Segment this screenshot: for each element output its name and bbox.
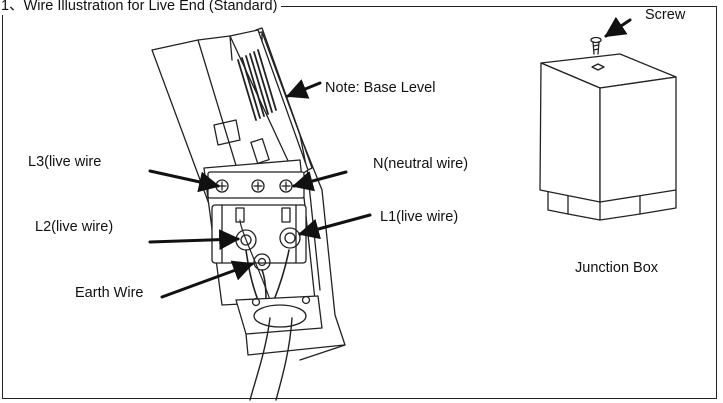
label-earth-wire: Earth Wire (75, 285, 144, 301)
callout-arrows (150, 16, 630, 297)
label-l2-live-wire: L2(live wire) (35, 219, 114, 235)
label-l1-live-wire: L1(live wire) (380, 209, 459, 225)
rail-grille (238, 50, 276, 120)
diagram-frame (2, 6, 717, 399)
junction-box (540, 54, 676, 220)
label-screw: Screw (645, 7, 686, 23)
screw-icon (591, 38, 601, 55)
label-junction-box: Junction Box (575, 260, 659, 276)
label-n-neutral-wire: N(neutral wire) (373, 156, 469, 172)
label-base-level-note: Note: Base Level (325, 80, 436, 96)
label-l3-live-wire: L3(live wire (28, 154, 102, 170)
diagram-title: 1、Wire Illustration for Live End (Standa… (1, 0, 282, 15)
